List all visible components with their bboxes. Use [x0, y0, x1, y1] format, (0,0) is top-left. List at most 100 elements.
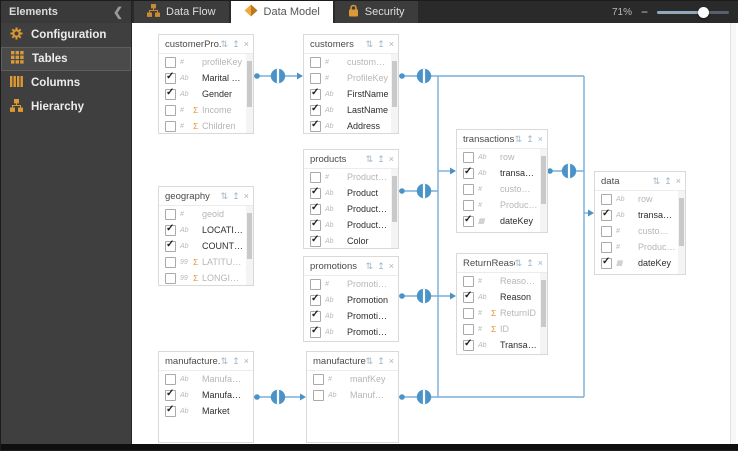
table-header[interactable]: customers⇅↥× — [304, 35, 398, 54]
close-icon[interactable]: × — [388, 355, 394, 366]
column-row[interactable]: AbLOCATION_... — [159, 222, 253, 238]
close-icon[interactable]: × — [675, 175, 681, 186]
collapse-icon[interactable]: ↥ — [377, 153, 385, 164]
column-row[interactable]: #ProfileKey — [304, 70, 398, 86]
column-checkbox[interactable] — [601, 241, 612, 253]
collapse-icon[interactable]: ↥ — [526, 133, 534, 144]
sort-icon[interactable]: ⇅ — [365, 38, 374, 49]
column-checkbox[interactable] — [463, 199, 474, 211]
column-checkbox[interactable] — [310, 119, 321, 132]
entity-table-transactions[interactable]: transactions⇅↥×AbrowAbtransactionID#cust… — [456, 129, 548, 233]
table-scrollbar[interactable] — [246, 206, 253, 285]
column-row[interactable]: #geoid — [159, 206, 253, 222]
entity-table-promotions[interactable]: promotions⇅↥×#PromotionKeyAbPromotionAbP… — [303, 256, 399, 342]
column-checkbox[interactable] — [463, 338, 474, 351]
table-scrollbar[interactable] — [540, 149, 547, 232]
zoom-slider[interactable] — [657, 6, 729, 18]
column-checkbox[interactable] — [463, 307, 474, 319]
column-checkbox[interactable] — [165, 120, 176, 132]
collapse-icon[interactable]: ↥ — [232, 38, 240, 49]
sort-icon[interactable]: ⇅ — [365, 153, 374, 164]
table-header[interactable]: ReturnReason⇅↥× — [457, 254, 547, 273]
close-icon[interactable]: × — [537, 257, 543, 268]
column-checkbox[interactable] — [601, 208, 612, 221]
table-header[interactable]: transactions⇅↥× — [457, 130, 547, 149]
sort-icon[interactable]: ⇅ — [220, 190, 229, 201]
column-checkbox[interactable] — [463, 323, 474, 335]
sort-icon[interactable]: ⇅ — [220, 355, 229, 366]
tab-data-model[interactable]: Data Model — [230, 1, 333, 23]
tab-security[interactable]: Security — [334, 1, 418, 23]
column-checkbox[interactable] — [165, 256, 176, 268]
close-icon[interactable]: × — [388, 38, 394, 49]
column-checkbox[interactable] — [601, 256, 612, 269]
table-header[interactable]: customerPro...⇅↥× — [159, 35, 253, 54]
join-junction-node[interactable] — [416, 183, 432, 199]
table-scrollbar[interactable] — [540, 273, 547, 354]
entity-table-ReturnReason[interactable]: ReturnReason⇅↥×#ReasonCodeAbReason#ΣRetu… — [456, 253, 548, 355]
column-row[interactable]: AbManufacturer — [159, 371, 253, 387]
column-checkbox[interactable] — [310, 87, 321, 100]
table-scrollbar[interactable] — [678, 191, 685, 274]
collapse-icon[interactable]: ↥ — [526, 257, 534, 268]
column-row[interactable]: AbTransactionID — [457, 337, 547, 353]
column-checkbox[interactable] — [310, 171, 321, 183]
column-row[interactable]: #PromotionKey — [304, 276, 398, 292]
column-checkbox[interactable] — [310, 186, 321, 199]
entity-table-manufacturers[interactable]: manufacturers⇅↥×#manfKeyAbManufacturer — [306, 351, 399, 443]
column-checkbox[interactable] — [463, 214, 474, 227]
column-checkbox[interactable] — [165, 239, 176, 252]
data-model-canvas[interactable]: customerPro...⇅↥×#profileKeyAbMarital St… — [133, 23, 738, 446]
join-junction-node[interactable] — [561, 163, 577, 179]
column-row[interactable]: #customerKey — [457, 181, 547, 197]
column-checkbox[interactable] — [463, 275, 474, 287]
column-checkbox[interactable] — [310, 309, 321, 322]
column-checkbox[interactable] — [310, 202, 321, 215]
table-header[interactable]: data⇅↥× — [595, 172, 685, 191]
entity-table-geography[interactable]: geography⇅↥×#geoidAbLOCATION_...AbCOUNTR… — [158, 186, 254, 286]
column-row[interactable]: #ProductKey — [304, 169, 398, 185]
column-row[interactable]: ▦dateKey — [595, 255, 685, 271]
close-icon[interactable]: × — [243, 190, 249, 201]
column-checkbox[interactable] — [165, 104, 176, 116]
table-header[interactable]: manufacture...⇅↥× — [159, 352, 253, 371]
sidebar-item-tables[interactable]: Tables — [1, 47, 131, 71]
sort-icon[interactable]: ⇅ — [220, 38, 229, 49]
column-row[interactable]: AbtransactionID — [457, 165, 547, 181]
column-checkbox[interactable] — [310, 325, 321, 338]
column-checkbox[interactable] — [165, 71, 176, 84]
canvas-scrollbar[interactable] — [730, 23, 736, 444]
column-checkbox[interactable] — [310, 218, 321, 231]
column-checkbox[interactable] — [165, 272, 176, 284]
sort-icon[interactable]: ⇅ — [652, 175, 661, 186]
column-checkbox[interactable] — [601, 193, 612, 205]
column-checkbox[interactable] — [165, 56, 176, 68]
entity-table-customerProfile[interactable]: customerPro...⇅↥×#profileKeyAbMarital St… — [158, 34, 254, 134]
entity-table-manufactureDim[interactable]: manufacture...⇅↥×AbManufacturerAbManufac… — [158, 351, 254, 443]
close-icon[interactable]: × — [537, 133, 543, 144]
column-row[interactable]: #ProductKey — [595, 239, 685, 255]
sort-icon[interactable]: ⇅ — [514, 133, 523, 144]
column-checkbox[interactable] — [310, 72, 321, 84]
column-row[interactable]: ▦dateKey — [457, 213, 547, 229]
column-row[interactable]: #ReasonCode — [457, 273, 547, 289]
collapse-icon[interactable]: ↥ — [232, 190, 240, 201]
join-junction-node[interactable] — [270, 68, 286, 84]
join-junction-node[interactable] — [416, 68, 432, 84]
column-checkbox[interactable] — [165, 87, 176, 100]
sort-icon[interactable]: ⇅ — [365, 260, 374, 271]
